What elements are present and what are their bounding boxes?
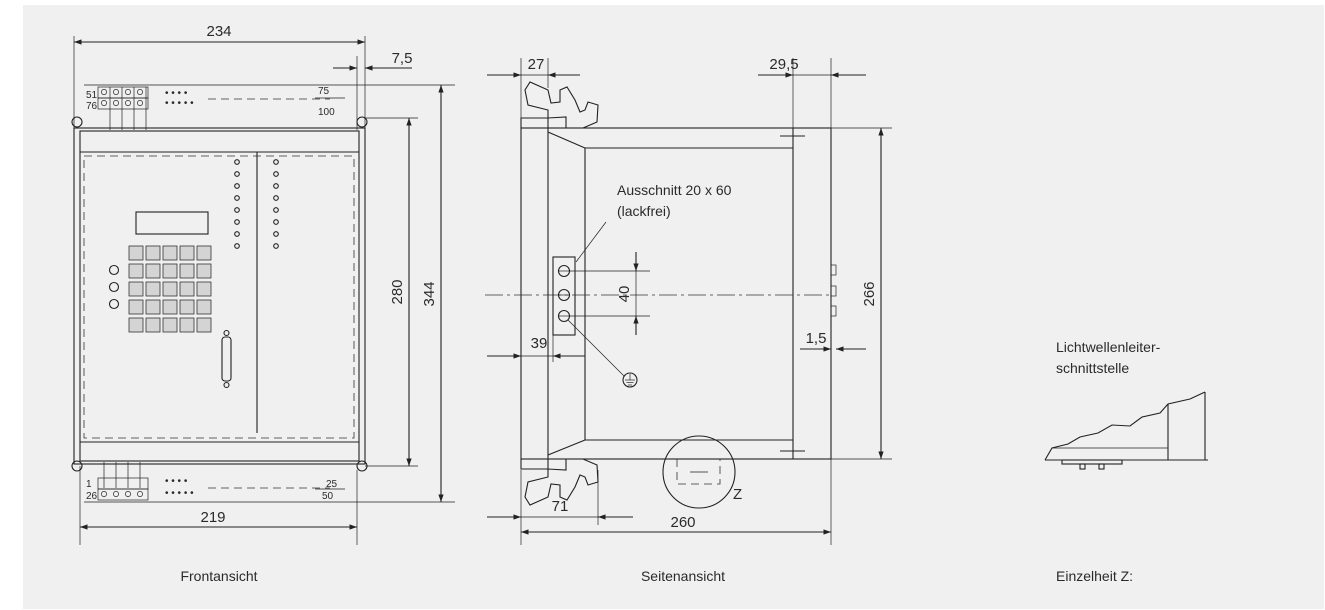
dim-344: 344 [421,281,438,306]
cutout-area [552,256,576,336]
mount-hook-tl [71,116,83,128]
top-mount-clamp [520,81,599,129]
front-keypad [128,245,212,333]
detail-z-marker: Z [733,486,742,503]
side-connector-1 [830,264,837,276]
dim-7-5: 7,5 [392,50,413,67]
detail-break-line [1044,391,1206,461]
top-terminal-block: • • • • • • • • • [97,86,345,130]
front-view: 234 7,5 • • • • • • • • • 51 76 75 100 [71,23,455,584]
bottom-mount-clamp [520,458,599,506]
cutout-leader [575,221,607,263]
dim-1-5: 1,5 [806,330,827,347]
detail-caption: Einzelheit Z: [1056,568,1133,584]
dim-71: 71 [552,498,569,515]
dim-40: 40 [616,286,633,303]
front-housing-outer [73,127,366,465]
front-inner-dashed [83,155,355,439]
svg-text:• • • •: • • • • [165,476,188,487]
front-led-column-right [273,159,279,249]
front-view-caption: Frontansicht [180,568,257,584]
dim-234: 234 [206,23,231,40]
front-housing-frame [79,130,360,462]
terminal-dots-top-2: • • • • • [165,98,194,109]
detail-label-1: Lichtwellenleiter- [1056,339,1161,355]
terminal-label-25: 25 [326,479,338,490]
detail-view: Lichtwellenleiter- schnittstelle Einzelh… [1044,339,1208,584]
terminal-label-51: 51 [86,90,98,101]
dim-266: 266 [861,281,878,306]
side-bottom-bevel [547,439,586,456]
terminal-label-76: 76 [86,101,98,112]
side-view-caption: Seitenansicht [641,568,725,584]
cutout-holes [557,264,571,323]
front-button-3 [108,298,120,310]
terminal-dots-top-1: • • • • [165,88,188,99]
dim-280: 280 [389,279,406,304]
side-top-bevel [547,131,586,149]
detail-connector-pin-2 [1098,463,1105,470]
dim-260: 260 [670,514,695,531]
terminal-label-50: 50 [322,491,334,502]
front-display [135,211,209,235]
ground-icon [622,372,638,388]
detail-label-2: schnittstelle [1056,360,1129,376]
drawing-panel [23,5,1324,609]
side-view: 40 Ausschnitt 20 x 60 (lackfrei) 39 [485,56,892,584]
ground-leader [567,319,625,377]
terminal-label-100: 100 [318,107,335,118]
front-button-1 [108,264,120,276]
detail-connector-plate [1061,459,1123,465]
dim-39: 39 [531,335,548,352]
terminal-label-26: 26 [86,491,98,502]
svg-text:• • • • •: • • • • • [165,488,194,499]
side-housing-outer [520,127,832,460]
front-serial-connector [221,329,232,389]
side-connector-2 [830,285,837,297]
mount-hook-bl [71,460,83,472]
detail-connector-pin-1 [1079,463,1086,470]
front-button-2 [108,281,120,293]
cutout-label-2: (lackfrei) [617,203,671,219]
dim-29-5: 29,5 [769,56,798,73]
bottom-terminal-block: • • • • • • • • • [97,462,345,501]
cutout-label-1: Ausschnitt 20 x 60 [617,182,732,198]
mount-hook-tr [356,116,368,128]
detail-z-circle [662,435,736,509]
dim-27: 27 [528,56,545,73]
dim-219: 219 [200,509,225,526]
terminal-label-1: 1 [86,479,92,490]
side-connector-3 [830,305,837,317]
front-led-column-left [234,159,240,249]
terminal-label-75: 75 [318,86,330,97]
